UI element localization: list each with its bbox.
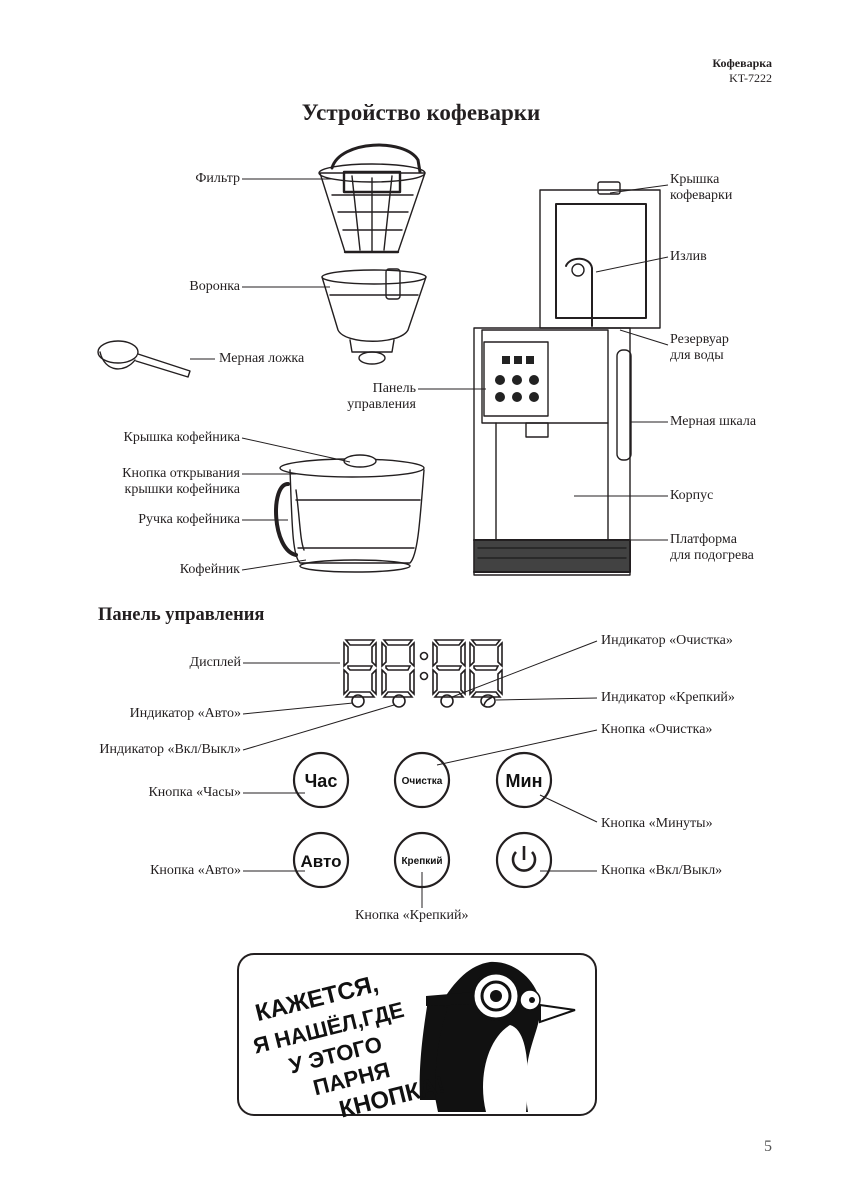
pot-drawing [274, 454, 425, 573]
label-pot-lid: Крышка кофейника [123, 430, 240, 445]
label-funnel: Воронка [189, 279, 240, 294]
power-icon [511, 851, 537, 872]
label-lid-line2: кофеварки [670, 188, 733, 203]
page-title: Устройство кофеварки [301, 100, 541, 125]
display-digits [343, 639, 503, 708]
label-panel-line1: Панель [372, 381, 416, 396]
funnel-drawing [321, 268, 427, 365]
spoon-drawing [97, 340, 191, 378]
label-reservoir-line1: Резервуар [670, 332, 729, 347]
clean-button-ring [393, 751, 451, 809]
label-indicator-auto: Индикатор «Авто» [129, 706, 241, 721]
auto-button-ring [292, 831, 350, 889]
label-pot-handle: Ручка кофейника [138, 512, 240, 527]
label-platform-line1: Платформа [670, 532, 737, 547]
label-scale: Мерная шкала [670, 414, 757, 429]
label-button-minutes: Кнопка «Минуты» [601, 816, 713, 831]
minutes-button-ring [495, 751, 553, 809]
label-pot: Кофейник [179, 562, 240, 577]
indicator-clean [440, 694, 454, 708]
label-indicator-strong: Индикатор «Крепкий» [601, 690, 735, 705]
header-title: Кофеварка [712, 56, 772, 70]
label-spout: Излив [670, 249, 707, 264]
power-button-ring [495, 831, 553, 889]
header-model: KT-7222 [729, 71, 772, 85]
label-button-power: Кнопка «Вкл/Выкл» [601, 863, 723, 878]
label-spoon: Мерная ложка [219, 351, 305, 366]
label-button-hours: Кнопка «Часы» [148, 785, 241, 800]
label-indicator-power: Индикатор «Вкл/Выкл» [99, 742, 241, 757]
indicator-auto [351, 694, 365, 708]
label-platform-line2: для подогрева [670, 548, 754, 563]
label-filter: Фильтр [195, 171, 240, 186]
filter-drawing [318, 143, 426, 254]
label-indicator-clean: Индикатор «Очистка» [601, 633, 733, 648]
hours-button-ring [292, 751, 350, 809]
indicator-strong [480, 694, 496, 708]
page-number: 5 [764, 1138, 772, 1155]
label-display: Дисплей [189, 655, 241, 670]
label-button-clean: Кнопка «Очистка» [601, 722, 713, 737]
mini-panel-drawing [495, 356, 539, 402]
panel-section-title: Панель управления [98, 605, 265, 625]
cartoon-frame [237, 953, 597, 1116]
coffee-maker-drawing [473, 181, 661, 576]
indicator-power [392, 694, 406, 708]
label-pot-lid-button-line2: крышки кофейника [124, 482, 240, 497]
label-panel-line2: управления [347, 397, 416, 412]
label-reservoir-line2: для воды [670, 348, 724, 363]
label-button-strong: Кнопка «Крепкий» [355, 908, 469, 923]
label-pot-lid-button-line1: Кнопка открывания [122, 466, 240, 481]
label-lid-line1: Крышка [670, 172, 720, 187]
label-body: Корпус [670, 488, 714, 503]
label-button-auto: Кнопка «Авто» [150, 863, 241, 878]
